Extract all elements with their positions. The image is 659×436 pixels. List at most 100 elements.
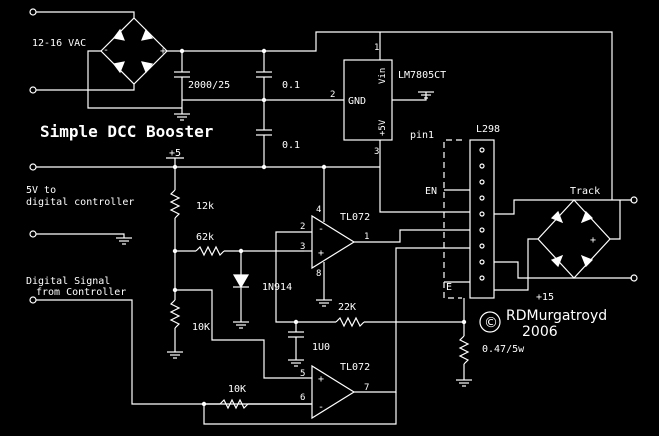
track-terminal-a — [630, 196, 638, 204]
ac-input: 12-16 VAC — [29, 8, 135, 94]
raw-dc-rail — [167, 31, 613, 200]
bridge-rectifier-input: - + — [87, 17, 613, 200]
plus5-label: +5 — [169, 148, 181, 159]
opamp-lower-pin5: 5 — [300, 369, 305, 379]
opamp-lower-pin7: 7 — [364, 383, 369, 393]
logic-supply-wire — [379, 167, 470, 213]
controller-ground — [29, 230, 132, 245]
plus5-rail: +5 5V to digital controller — [26, 148, 470, 213]
l298-e-label: E — [446, 282, 452, 293]
diode-1n914 — [232, 274, 250, 289]
ac-terminal-bottom — [29, 86, 37, 94]
resistor-10k-a — [169, 299, 181, 329]
resistor-22k — [335, 316, 365, 328]
filter-cap-label: 2000/25 — [188, 80, 230, 91]
to-controller-label-1: 5V to — [26, 185, 56, 196]
reg-out-cap-label: 0.1 — [282, 140, 300, 151]
ref-to-lower-opamp — [175, 289, 312, 379]
opamp-lower-minus: - — [318, 402, 324, 413]
bridge-outline — [100, 17, 168, 85]
timing-cap-label: 1U0 — [312, 342, 330, 353]
opamp-lower-output — [354, 247, 470, 393]
feedback-network: 22K 1U0 — [288, 302, 464, 367]
opamp-upper-plus: + — [318, 248, 324, 259]
resistor-10k-a-label: 10K — [192, 322, 210, 333]
opamp-upper-minus: - — [318, 224, 324, 235]
ground-terminal — [29, 230, 37, 238]
plus5-terminal — [29, 163, 37, 171]
filter-section: 2000/25 0.1 0.1 — [174, 48, 344, 167]
copyright-author: RDMurgatroyd — [506, 308, 607, 324]
reg-vin-label: Vin — [378, 68, 388, 84]
ac-wire-bottom — [36, 84, 135, 91]
output-bridge-outline — [537, 199, 611, 279]
l298-driver: L298 pin1 EN E — [410, 124, 500, 336]
bridge-neg-wire — [87, 50, 182, 109]
bridge-diode-2 — [141, 28, 154, 41]
opamp-upper-pin3: 3 — [300, 242, 305, 252]
schematic-title: Simple DCC Booster — [40, 122, 213, 141]
reg-pin2-number: 2 — [330, 90, 335, 100]
output-diode-4 — [580, 254, 594, 268]
diode-label: 1N914 — [262, 282, 292, 293]
l298-en-label: EN — [425, 186, 437, 197]
resistor-22k-label: 22K — [338, 302, 356, 313]
signal-label-2: from Controller — [36, 287, 126, 298]
output-bridge-plus: + — [590, 235, 596, 246]
signal-label-1: Digital Signal — [26, 276, 110, 287]
resistor-10k-b-label: 10K — [228, 384, 246, 395]
sense-resistor: 0.47/5w — [456, 319, 525, 387]
ac-wire-top — [36, 11, 135, 18]
reg-in-cap-label: 0.1 — [282, 80, 300, 91]
reference-divider: 12k 62k 1N914 10K — [167, 167, 312, 379]
copyright-symbol: © — [484, 315, 498, 331]
resistor-12k — [169, 189, 181, 219]
to-controller-label-2: digital controller — [26, 197, 134, 208]
copyright-block: © RDMurgatroyd 2006 — [479, 308, 607, 340]
track-label: Track — [570, 186, 600, 197]
voltage-regulator: 1 2 3 GND Vin +5V LM7805CT — [330, 32, 446, 167]
ac-terminal-top — [29, 8, 37, 16]
opamp-upper: - + 2 3 1 4 8 TL072 — [275, 167, 470, 323]
plus15-label: +15 — [536, 292, 554, 303]
resistor-62k-label: 62k — [196, 232, 214, 243]
output-diode-1 — [550, 210, 564, 224]
reg-gnd-wire — [392, 92, 427, 101]
opamp-upper-pin2: 2 — [300, 222, 305, 232]
regulator-part-label: LM7805CT — [398, 70, 446, 81]
bridge-diode-3 — [112, 61, 125, 74]
opamp-upper-part: TL072 — [340, 212, 370, 223]
l298-pin1-label: pin1 — [410, 130, 434, 141]
opamp-lower-part: TL072 — [340, 362, 370, 373]
reg-gnd-label: GND — [348, 96, 366, 107]
reg-pin3-number: 3 — [374, 147, 379, 157]
reg-pin1-number: 1 — [374, 43, 379, 53]
bridge-diode-1 — [112, 28, 125, 41]
signal-wire — [36, 299, 220, 405]
l298-part-label: L298 — [476, 124, 500, 135]
opamp-lower-pin6: 6 — [300, 393, 305, 403]
opamp-lower-body — [311, 364, 356, 420]
output-diode-2 — [580, 210, 594, 224]
opamp-upper-pin1: 1 — [364, 232, 369, 242]
resistor-sense — [458, 335, 470, 365]
track-wire-b — [494, 261, 632, 279]
resistor-12k-label: 12k — [196, 201, 214, 212]
l298-pin-bracket — [443, 139, 462, 299]
opamp-upper-output — [354, 229, 470, 243]
copyright-year: 2006 — [522, 324, 558, 340]
resistor-62k — [195, 245, 225, 257]
track-terminal-b — [630, 274, 638, 282]
signal-input: Digital Signal from Controller 10K — [26, 276, 312, 410]
track-wire-a — [494, 199, 632, 215]
bridge-minus: - — [103, 45, 109, 56]
bridge-diode-4 — [141, 61, 154, 74]
opamp-upper-body — [311, 214, 356, 270]
opamp-upper-pin4: 4 — [316, 205, 321, 215]
ac-input-label: 12-16 VAC — [32, 38, 86, 49]
opamp-lower: + - 5 6 7 TL072 — [201, 247, 470, 425]
opamp-lower-plus: + — [318, 374, 324, 385]
copyright-icon — [479, 311, 501, 333]
reg-5v-label: +5V — [378, 119, 388, 136]
